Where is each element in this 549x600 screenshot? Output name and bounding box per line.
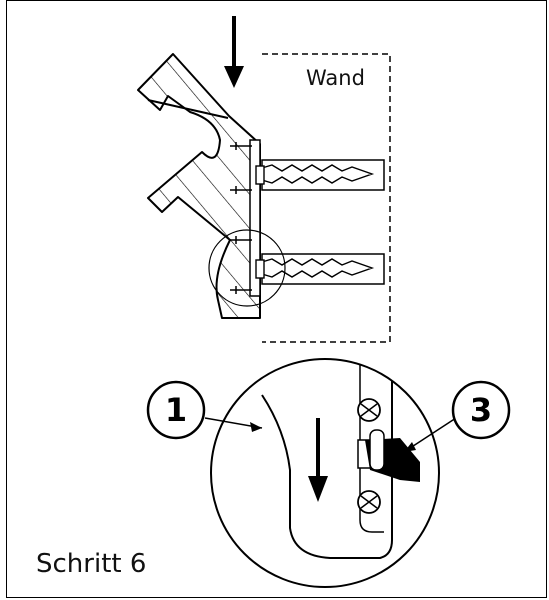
step-label: Schritt 6	[36, 549, 147, 579]
upper-wall-plug-screw	[255, 159, 385, 191]
wall-label: Wand	[306, 66, 365, 90]
callout-1-circle	[146, 380, 206, 440]
lower-wall-plug-screw	[255, 253, 385, 285]
zoom-detail	[210, 358, 440, 588]
callout-1-label: 1	[164, 391, 188, 429]
wall-outline	[262, 53, 391, 343]
detail-marker-circle	[208, 229, 286, 307]
small-screws	[230, 142, 252, 294]
mounting-plate	[249, 139, 261, 297]
diagram-frame	[6, 0, 547, 598]
hanger-hook-body	[137, 53, 261, 319]
callout-3-label: 3	[469, 391, 493, 429]
push-down-arrow-icon	[224, 16, 244, 88]
callout-3-circle	[451, 380, 511, 440]
